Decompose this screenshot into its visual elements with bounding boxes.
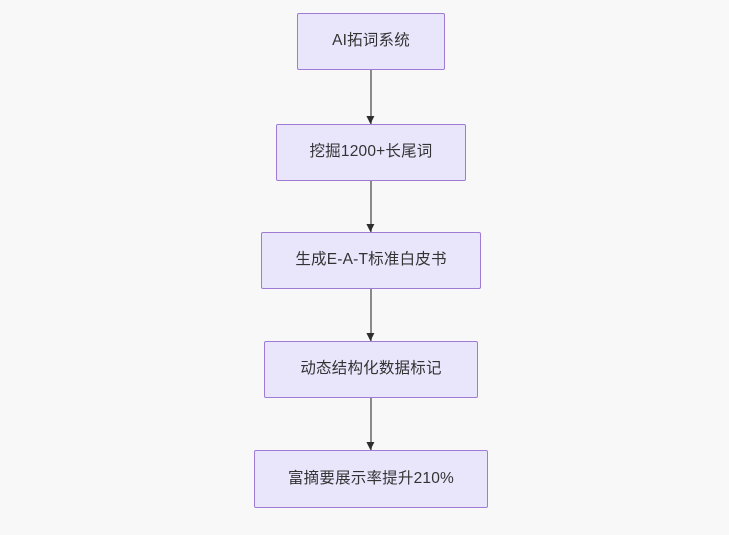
- arrowhead-icon: [366, 333, 375, 341]
- flow-node-label: 生成E-A-T标准白皮书: [295, 251, 447, 269]
- edge-line: [370, 289, 372, 341]
- flow-node-label: 动态结构化数据标记: [300, 360, 442, 378]
- flow-node-mine-longtail-keywords[interactable]: 挖掘1200+长尾词: [276, 124, 466, 181]
- flow-node-ai-keyword-system[interactable]: AI拓词系统: [297, 13, 445, 70]
- arrowhead-icon: [366, 224, 375, 232]
- edge-line: [370, 70, 372, 124]
- flow-node-label: 富摘要展示率提升210%: [287, 469, 455, 487]
- arrowhead-icon: [366, 116, 375, 124]
- flow-node-generate-eat-whitepaper[interactable]: 生成E-A-T标准白皮书: [261, 232, 481, 289]
- flow-node-dynamic-structured-data-markup[interactable]: 动态结构化数据标记: [264, 341, 478, 398]
- edge-line: [370, 181, 372, 232]
- arrowhead-icon: [366, 442, 375, 450]
- edge-line: [370, 398, 372, 450]
- flow-node-rich-snippet-rate-increase[interactable]: 富摘要展示率提升210%: [254, 450, 488, 508]
- flow-node-label: 挖掘1200+长尾词: [309, 143, 433, 161]
- flow-node-label: AI拓词系统: [332, 32, 410, 50]
